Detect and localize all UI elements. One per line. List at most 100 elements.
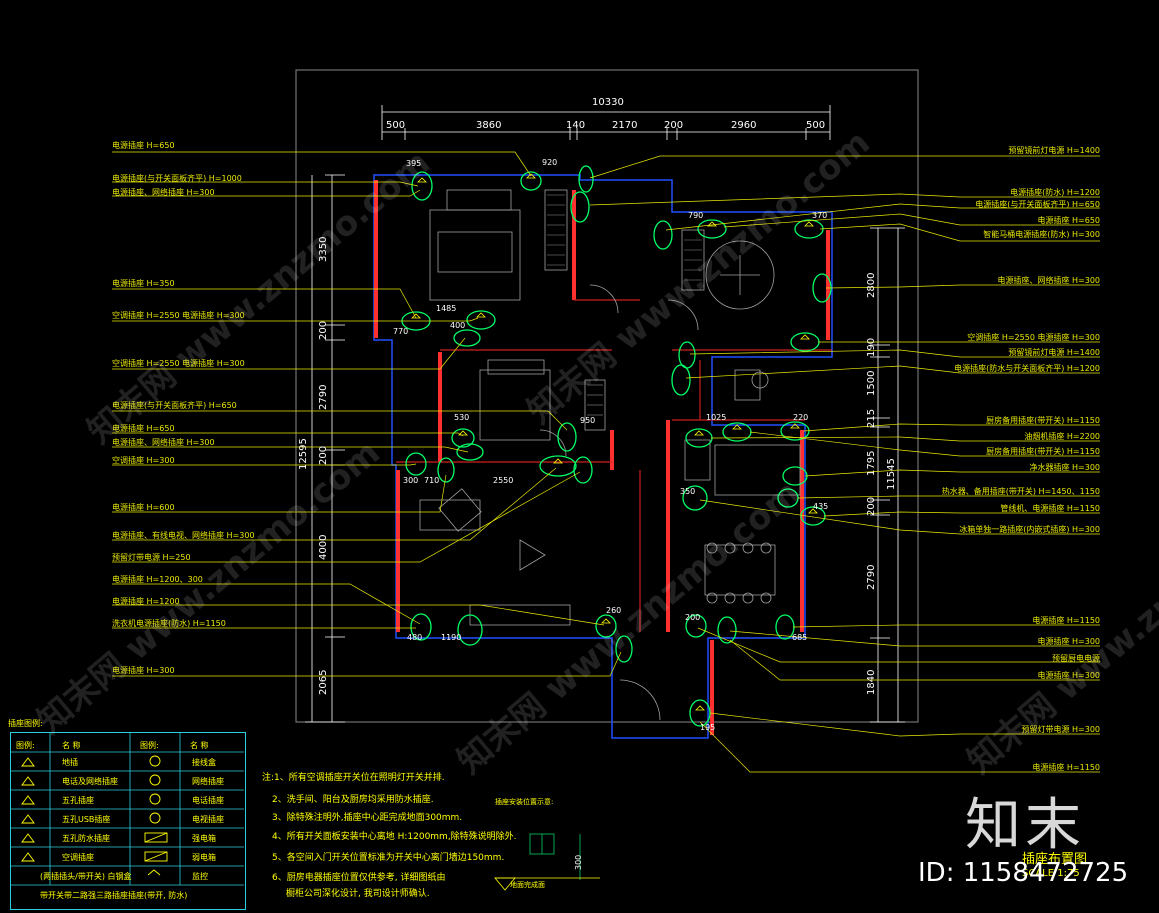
socket-label: 电源插座 H=350 [112,279,175,288]
socket-label: 电源插座、有线电视、网络插座 H=300 [112,531,255,540]
dim-left: 2790 [318,384,329,410]
dim-top: 200 [664,120,684,131]
dim-left-total: 12595 [298,438,309,470]
socket-label: 油烟机插座 H=2200 [1024,432,1100,441]
dim-inner: 435 [813,502,829,511]
dim-right: 2790 [866,564,877,590]
dim-inner: 220 [793,413,809,422]
note-line: 5、各空间入门开关位置标准为开关中心离门墙边150mm. [272,853,505,863]
walls [374,180,830,735]
dim-inner: 530 [454,413,470,422]
note-line: 2、洗手间、阳台及厨房均采用防水插座. [272,795,434,805]
legend-item: 电话及网络插座 [62,777,118,786]
socket-label: 电源插座 H=1150 [1032,616,1100,625]
dim-inner: 710 [424,476,440,485]
dim-inner: 350 [680,487,696,496]
socket-label: 电源插座、网络插座 H=300 [112,438,215,447]
socket-label: 厨房备用插座(带开关) H=1150 [986,447,1100,456]
legend-item: 五孔防水插座 [62,834,110,843]
socket-label: 电源插座 H=1200 [112,597,180,606]
legend-item: 带开关带二路强三路插座插座(带开, 防水) [40,891,188,900]
dim-inner: 920 [542,158,558,167]
socket-label: 电源插座 H=650 [112,141,175,150]
dim-inner: 200 [685,613,701,622]
socket-label: 智能马桶电源插座(防水) H=300 [983,230,1100,239]
figure-scale: SCALE 1:75 [1022,868,1080,879]
dim-right-total: 11545 [886,458,897,490]
dim-inner: 1190 [441,633,462,642]
wardrobes [547,194,702,416]
leader-lines-right [589,155,1100,773]
dim-left: 3350 [318,236,329,262]
socket-label: 电源插座(与开关面板齐平) H=650 [975,200,1100,209]
dim-right: 200 [866,496,877,516]
socket-label: 管线机、电源插座 H=1150 [1000,504,1100,513]
legend-item: 监控 [192,872,208,881]
legend-header: 图例: [16,741,35,750]
dim-left: 4000 [318,534,329,560]
dim-inner: 1485 [436,304,457,313]
dim-inner: 1025 [706,413,727,422]
socket-label: 预留厨电电源 [1052,654,1100,663]
dim-right: 215 [866,408,877,428]
legend-item: 电话插座 [192,796,224,805]
socket-label: 电源插座 H=650 [112,424,175,433]
inner-partitions [396,299,832,632]
dim-right: 1795 [866,450,877,476]
drawing-frame [295,69,919,723]
socket-label: 电源插座、网络插座 H=300 [112,188,215,197]
dim-top: 500 [386,120,406,131]
socket-label: 净水器插座 H=300 [1029,463,1100,472]
legend-header: 名 称 [190,741,209,750]
socket-label: 空调插座 H=2550 电源插座 H=300 [112,359,245,368]
dim-inner: 950 [580,416,596,425]
note-line: 4、所有开关面板安装中心离地 H:1200mm,除特殊说明除外. [272,832,517,842]
leader-lines-left [112,151,622,677]
legend-table [10,732,246,910]
socket-label: 空调插座 H=2550 电源插座 H=300 [967,333,1100,342]
legend-item: 五孔USB插座 [62,815,111,824]
dim-right: 1840 [866,669,877,695]
legend-symbols [21,755,168,876]
dim-inner: 395 [406,159,422,168]
legend-item: 强电箱 [192,834,216,843]
legend-item: 弱电箱 [192,853,216,862]
dim-left: 2065 [318,669,329,695]
note-line: 注:1、所有空调插座开关位在照明灯开关并排. [262,773,445,783]
socket-label: 电源插座 H=300 [1037,671,1100,680]
dim-right: 190 [866,337,877,357]
socket-highlights [401,165,832,727]
legend-title: 插座图例: [8,719,43,728]
legend-header: 名 称 [62,741,81,750]
dim-inner: 195 [700,723,716,732]
dim-left: 200 [318,320,329,340]
detail-caption: 地面完成面 [510,881,545,889]
right-dimensions [870,227,905,723]
socket-label: 热水器、备用插座(带开关) H=1450、1150 [941,487,1100,496]
socket-label: 预留灯带电源 H=300 [1021,725,1100,734]
detail-sketch [494,833,600,891]
legend-item: 五孔插座 [62,796,94,805]
dim-left: 200 [318,445,329,465]
socket-label: 电源插座 H=600 [112,503,175,512]
socket-label: 预留镜前灯电源 H=1400 [1008,348,1100,357]
dim-total-top: 10330 [592,97,624,108]
legend-item: 地插 [62,758,78,767]
building-outline [373,174,833,739]
dim-right: 2800 [866,272,877,298]
dim-inner: 400 [450,321,466,330]
socket-label: 电源插座 H=300 [1037,637,1100,646]
socket-label: 电源插座(与开关面板齐平) H=650 [112,401,237,410]
socket-label: 电源插座(防水) H=1200 [1010,188,1100,197]
socket-label: 冰箱单独一路插座(内嵌式插座) H=300 [959,525,1100,534]
dim-top: 2960 [731,120,757,131]
legend-header: 图例: [140,741,159,750]
dim-right: 1500 [866,370,877,396]
socket-label: 厨房备用插座(带开关) H=1150 [986,416,1100,425]
dim-inner: 2550 [493,476,514,485]
dim-inner: 685 [792,633,808,642]
note-line: 6、厨房电器插座位置仅供参考, 详细图纸由 [272,873,446,883]
socket-label: 电源插座(防水与开关面板齐平) H=1200 [954,364,1100,373]
dim-top: 3860 [476,120,502,131]
